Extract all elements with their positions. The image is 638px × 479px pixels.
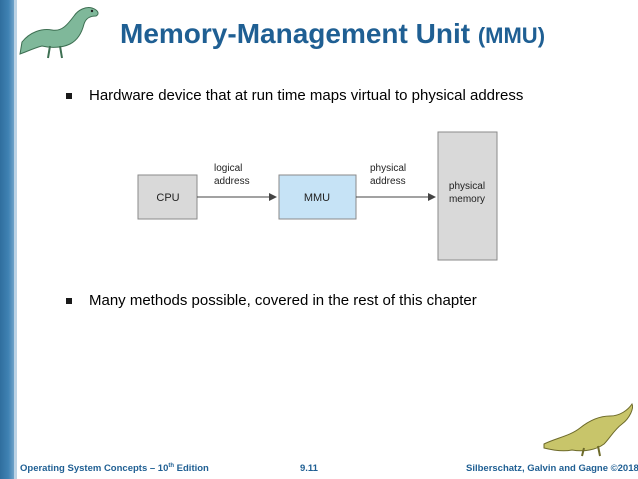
footer-copyright: Silberschatz, Galvin and Gagne ©2018	[466, 463, 638, 474]
cpu-label: CPU	[156, 192, 179, 204]
physical-memory-label-line1: physical	[449, 181, 485, 192]
footer-book-prefix: Operating System Concepts – 10	[20, 463, 168, 474]
logical-address-label-line2: address	[214, 176, 250, 187]
physical-address-label-line1: physical	[370, 163, 406, 174]
logical-address-label-line1: logical	[214, 163, 242, 174]
physical-memory-label-line2: memory	[449, 194, 485, 205]
dinosaur-footer-icon	[540, 398, 636, 458]
footer-book-suffix: Edition	[174, 463, 209, 474]
physical-address-label-line2: address	[370, 176, 406, 187]
mmu-label: MMU	[304, 192, 330, 204]
footer-book-title: Operating System Concepts – 10th Edition	[20, 463, 209, 474]
footer-page-number: 9.11	[300, 463, 318, 474]
